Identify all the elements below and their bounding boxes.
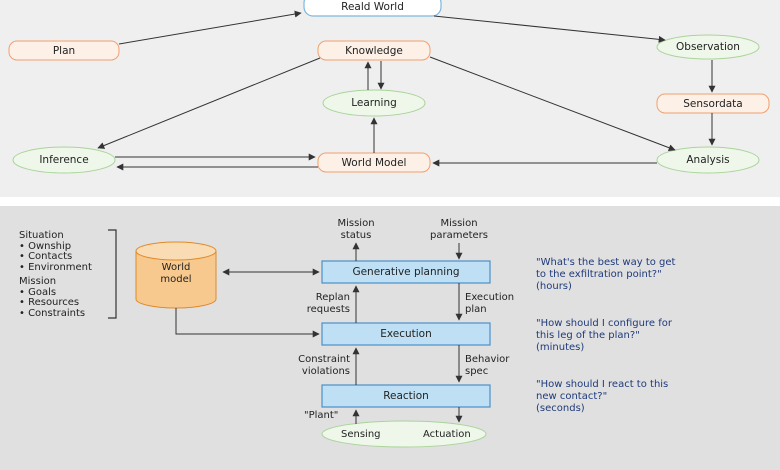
world-model-line2: model [160, 274, 192, 285]
question-hours-line1: "What's the best way to get [536, 257, 676, 268]
mission-item: • Resources [19, 297, 80, 308]
situation-list: Situation • Ownship • Contacts • Environ… [19, 230, 92, 273]
mission-status-label: Mission status [316, 218, 396, 242]
constraint-violations-line2: violations [301, 366, 350, 377]
analysis-label: Analysis [686, 154, 730, 166]
mission-list: Mission • Goals • Resources • Constraint… [19, 276, 86, 319]
mission-parameters-line1: Mission [440, 218, 478, 229]
behavior-spec-line1: Behavior [465, 354, 510, 365]
execution-plan-line2: plan [465, 304, 487, 315]
learning-label: Learning [351, 97, 397, 109]
situation-title: Situation [19, 230, 64, 241]
execution-box [321, 322, 491, 346]
constraint-violations-label: Constraint violations [278, 354, 350, 378]
question-hours-line2: to the exfiltration point?" [536, 269, 662, 280]
question-minutes-line2: this leg of the plan?" [536, 330, 640, 341]
situation-mission-bracket [108, 229, 117, 319]
question-minutes-line3: (minutes) [536, 342, 585, 353]
observation-node [656, 34, 760, 60]
knowledge-node [317, 40, 431, 61]
world-model-label: World Model [341, 156, 407, 169]
reaction-box [321, 384, 491, 408]
constraint-violations-line1: Constraint [298, 354, 350, 365]
replan-requests-line2: requests [306, 304, 350, 315]
actuation-label: Actuation [423, 429, 471, 440]
reaction-label: Reaction [383, 390, 429, 402]
mission-status-line1: Mission [337, 218, 375, 229]
world-model-cylinder [135, 241, 217, 309]
sensordata-label: Sensordata [683, 97, 743, 110]
mission-parameters-line2: parameters [429, 230, 488, 241]
execution-label: Execution [380, 328, 432, 340]
knowledge-label: Knowledge [345, 44, 403, 57]
plan-node [8, 40, 120, 61]
world-model-line1: World [161, 262, 191, 273]
question-seconds: "How should I react to this new contact?… [536, 379, 668, 415]
analysis-node [656, 146, 760, 174]
learning-node [322, 89, 426, 117]
execution-plan-label: Execution plan [465, 292, 514, 316]
situation-item: • Contacts [19, 251, 73, 262]
behavior-spec-line2: spec [465, 366, 489, 377]
question-hours-line3: (hours) [536, 281, 572, 292]
sensing-label: Sensing [341, 429, 381, 440]
question-minutes: "How should I configure for this leg of … [536, 318, 672, 354]
generative-planning-label: Generative planning [352, 266, 460, 278]
sensordata-node [656, 93, 770, 114]
mission-status-line2: status [340, 230, 372, 241]
real-world-label: Reald World [341, 1, 404, 13]
replan-requests-line1: Replan [315, 292, 350, 303]
mission-item: • Goals [19, 286, 57, 298]
arrow-knowledge-to-analysis [429, 56, 676, 152]
question-minutes-line1: "How should I configure for [536, 318, 672, 329]
question-hours: "What's the best way to get to the exfil… [536, 257, 675, 293]
arrow-knowledge-to-inference [97, 57, 321, 149]
observation-label: Observation [676, 41, 740, 53]
inference-label: Inference [39, 154, 89, 166]
question-seconds-line3: (seconds) [536, 403, 585, 414]
mission-title: Mission [19, 276, 57, 287]
real-world-node [303, 0, 442, 17]
arrow-plan-to-realworld [118, 10, 302, 45]
execution-plan-line1: Execution [465, 292, 515, 303]
world-model-cylinder-label: World model [136, 262, 216, 286]
question-seconds-line2: new contact?" [536, 391, 608, 402]
arrow-realworld-to-observation [433, 15, 666, 43]
plant-label: "Plant" [304, 410, 339, 421]
behavior-spec-label: Behavior spec [465, 354, 509, 378]
inference-node [12, 146, 116, 174]
mission-item: • Constraints [19, 307, 86, 319]
plant-oval [321, 420, 487, 448]
situation-item: • Ownship [19, 240, 72, 252]
mission-parameters-label: Mission parameters [414, 218, 504, 242]
generative-planning-box [321, 260, 491, 284]
arrow-worldmodel-to-execution [175, 308, 320, 338]
question-seconds-line1: "How should I react to this [536, 379, 669, 390]
plan-label: Plan [52, 44, 76, 57]
situation-item: • Environment [19, 261, 92, 273]
replan-requests-label: Replan requests [294, 292, 350, 316]
